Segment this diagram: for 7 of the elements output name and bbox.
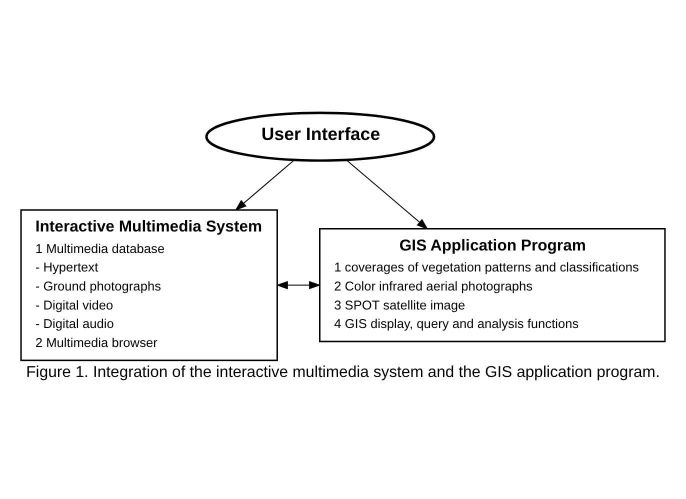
arrow xyxy=(346,159,428,230)
node-box: GIS Application Program 1 coverages of vegetation patterns and classifications 2 Color infrared aerial photographs 3 SPOT satellite image 4 GIS display, query and analysis functions xyxy=(319,228,666,342)
arrow xyxy=(276,280,321,290)
node-ellipse: User Interface xyxy=(205,112,436,162)
node-box: Interactive Multimedia System 1 Multimedia database - Hypertext - Ground photographs - Digital video - Digital audio 2 Multimedia browser xyxy=(20,209,278,362)
arrow xyxy=(234,159,295,211)
caption: Figure 1. Integration of the interactive multimedia system and the GIS application program. xyxy=(26,364,660,381)
